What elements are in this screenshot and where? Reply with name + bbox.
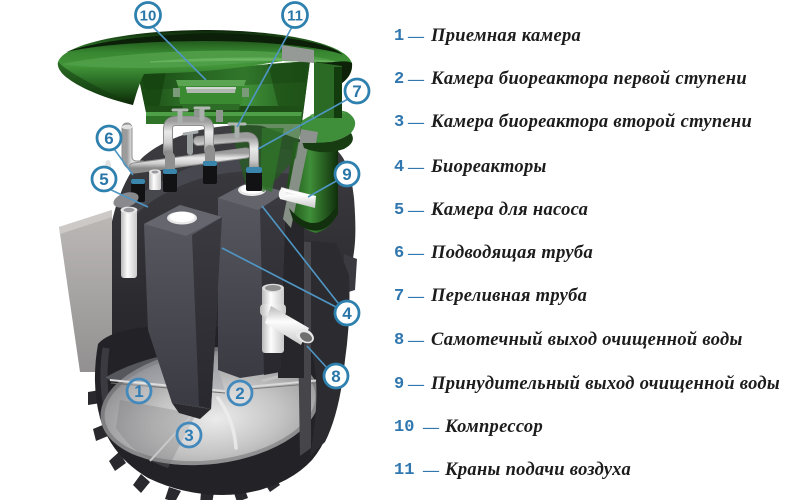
svg-text:1: 1 xyxy=(134,382,143,401)
svg-text:6: 6 xyxy=(104,129,113,148)
svg-text:11: 11 xyxy=(287,8,303,25)
svg-text:4: 4 xyxy=(342,304,352,323)
svg-text:5: 5 xyxy=(99,170,108,189)
svg-text:2: 2 xyxy=(235,384,244,403)
svg-text:8: 8 xyxy=(331,367,340,386)
svg-text:10: 10 xyxy=(140,8,157,25)
svg-text:7: 7 xyxy=(352,82,361,101)
svg-text:9: 9 xyxy=(342,165,351,184)
svg-text:3: 3 xyxy=(184,426,193,445)
